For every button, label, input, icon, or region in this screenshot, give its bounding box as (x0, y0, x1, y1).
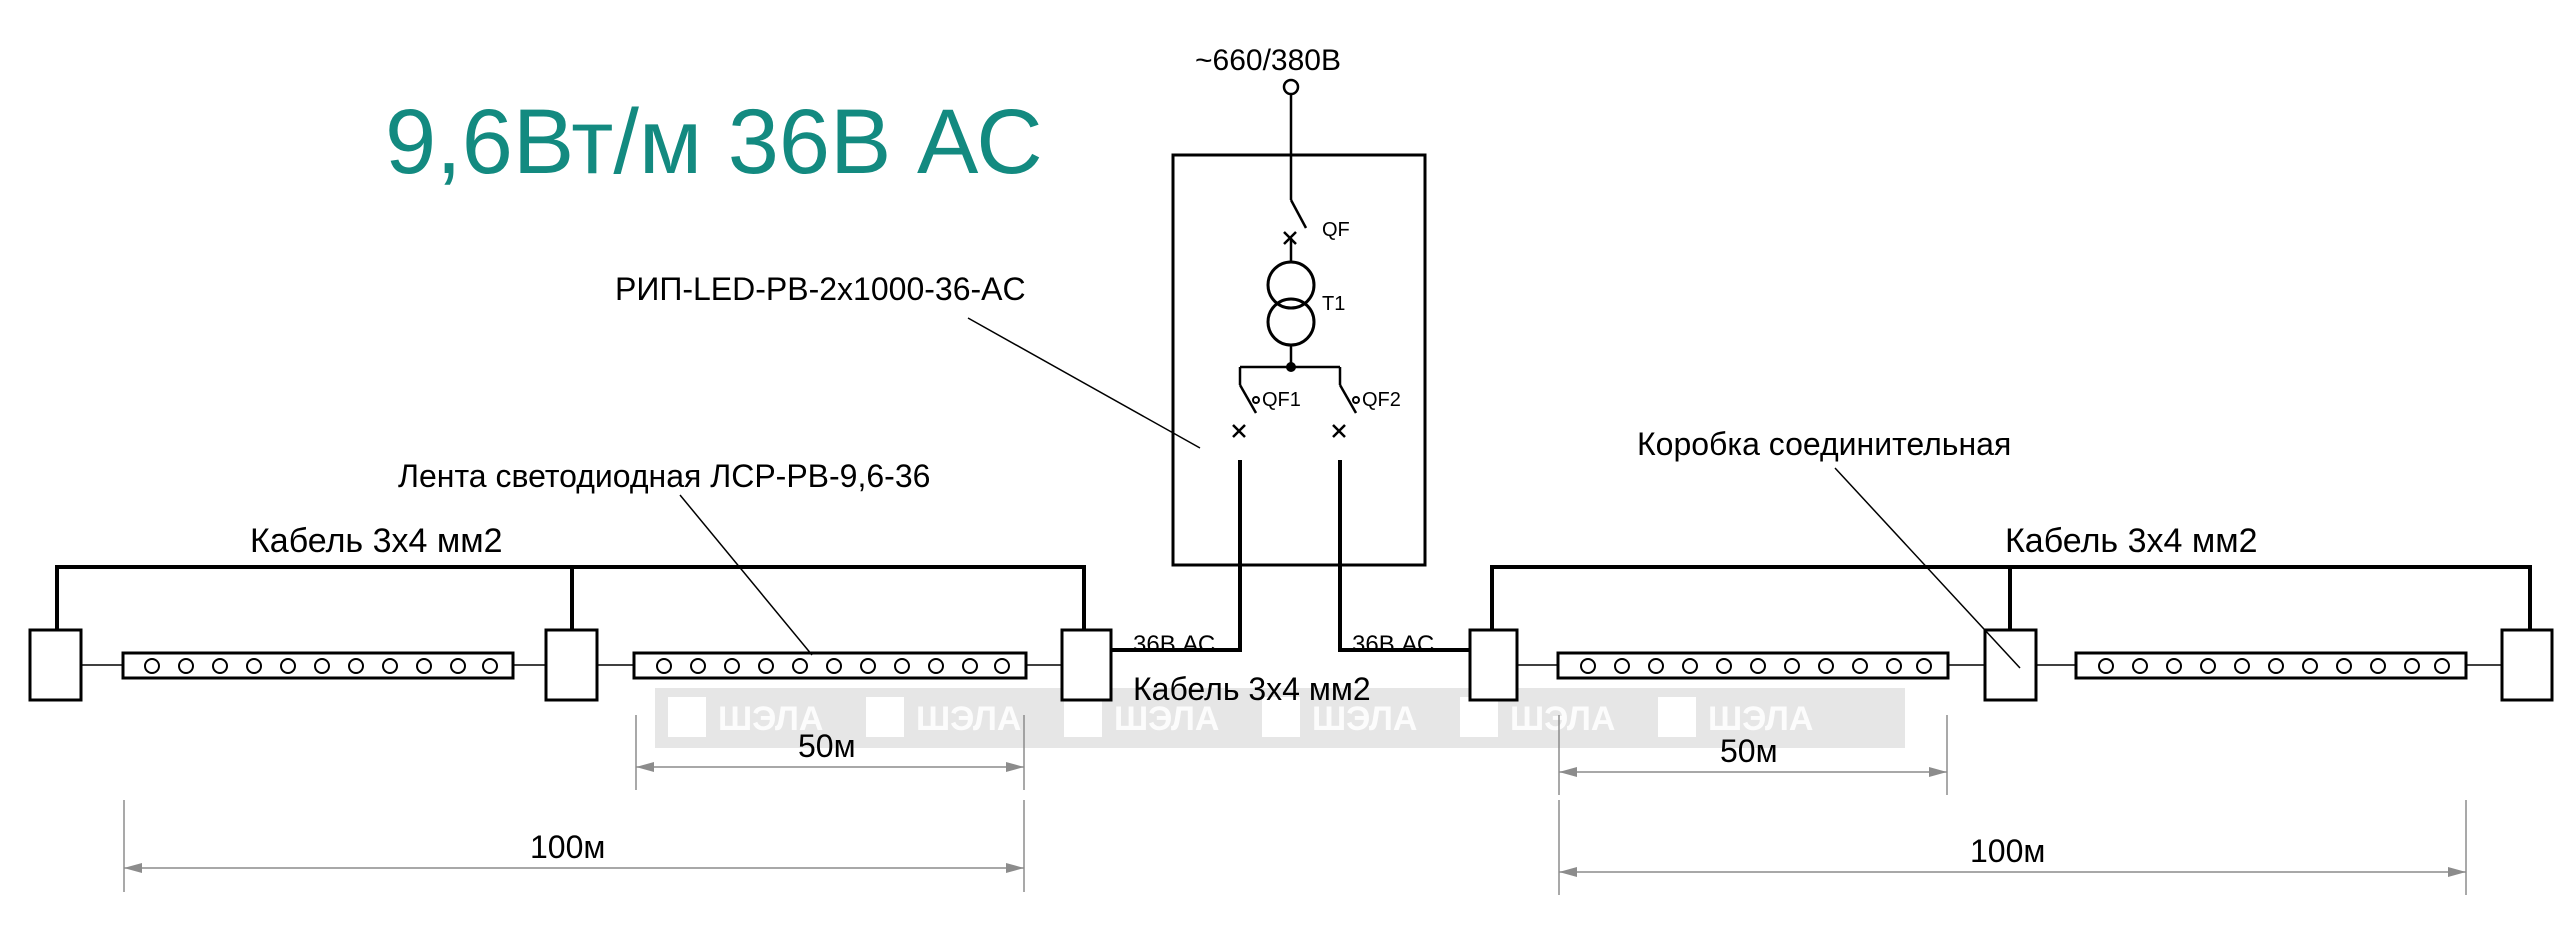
svg-text:50м: 50м (1720, 733, 1778, 769)
breaker-qf1: QF1 (1232, 367, 1301, 438)
diagram-title: 9,6Вт/м 36В АС (385, 91, 1043, 193)
cable-label-center: Кабель 3х4 мм2 (1133, 671, 1371, 707)
watermark-logo-2: ШЭЛА (866, 697, 1021, 738)
dimension-100-left: 100м (123, 800, 1025, 892)
led-strip-right-1 (1556, 651, 1950, 680)
breaker-qf: QF (1283, 199, 1350, 262)
dimension-50-left: 50м (635, 715, 1025, 790)
svg-text:ШЭЛА: ШЭЛА (1510, 700, 1615, 738)
t1-label: T1 (1322, 293, 1345, 315)
dimension-50-right: 50м (1558, 715, 1948, 795)
junction-box-right (1983, 628, 2038, 702)
transformer-t1: T1 (1240, 260, 1345, 372)
qf1-label: QF1 (1262, 389, 1301, 411)
qf2-label: QF2 (1362, 389, 1401, 411)
watermark-logo-6: ШЭЛА (1658, 697, 1813, 738)
led-strip-left-2 (632, 651, 1028, 680)
device-label: РИП-LED-PB-2x1000-36-AC (615, 271, 1026, 307)
qf-label: QF (1322, 219, 1350, 241)
watermark-logo-4: ШЭЛА (1262, 697, 1417, 738)
end-box-right (2500, 628, 2554, 702)
output-wire-right (1338, 460, 1470, 652)
svg-text:100м: 100м (530, 829, 605, 865)
output-voltage-left: 36В АС (1133, 631, 1215, 658)
led-strip-left-1 (121, 651, 515, 680)
watermark-logo-5: ШЭЛА (1460, 697, 1615, 738)
watermark-logo-1: ШЭЛА (668, 697, 823, 738)
power-supply-enclosure (1171, 153, 1427, 567)
svg-text:100м: 100м (1970, 833, 2045, 869)
svg-text:ШЭЛА: ШЭЛА (1708, 700, 1813, 738)
junction-label: Коробка соединительная (1637, 426, 2011, 462)
supply-terminal (1282, 78, 1300, 96)
feed-box-left (1060, 628, 1113, 702)
breaker-qf2: QF2 (1332, 367, 1401, 438)
svg-text:ШЭЛА: ШЭЛА (916, 700, 1021, 738)
feed-box-right (1468, 628, 1519, 702)
svg-text:ШЭЛА: ШЭЛА (1114, 700, 1219, 738)
watermark-logo-3: ШЭЛА (1064, 697, 1219, 738)
output-voltage-right: 36В АС (1352, 631, 1434, 658)
svg-text:ШЭЛА: ШЭЛА (1312, 700, 1417, 738)
supply-voltage-label: ~660/380В (1195, 44, 1341, 77)
dimension-100-right: 100м (1558, 800, 2467, 895)
cable-label-right: Кабель 3х4 мм2 (2005, 522, 2258, 560)
strip-label: Лента светодиодная ЛСР-РВ-9,6-36 (398, 458, 930, 494)
cable-label-left: Кабель 3х4 мм2 (250, 522, 503, 560)
svg-text:50м: 50м (798, 728, 856, 764)
svg-text:ШЭЛА: ШЭЛА (718, 700, 823, 738)
junction-leader-line (1834, 467, 2021, 669)
watermark: ШЭЛА ШЭЛА ШЭЛА ШЭЛА ШЭЛА ШЭЛА (655, 688, 1905, 748)
output-wire-left (1110, 460, 1242, 652)
end-box-left (28, 628, 83, 702)
device-leader-line (967, 317, 1201, 449)
junction-box-left (544, 628, 599, 702)
strip-leader-line (679, 494, 813, 656)
led-strip-right-2 (2074, 651, 2468, 680)
